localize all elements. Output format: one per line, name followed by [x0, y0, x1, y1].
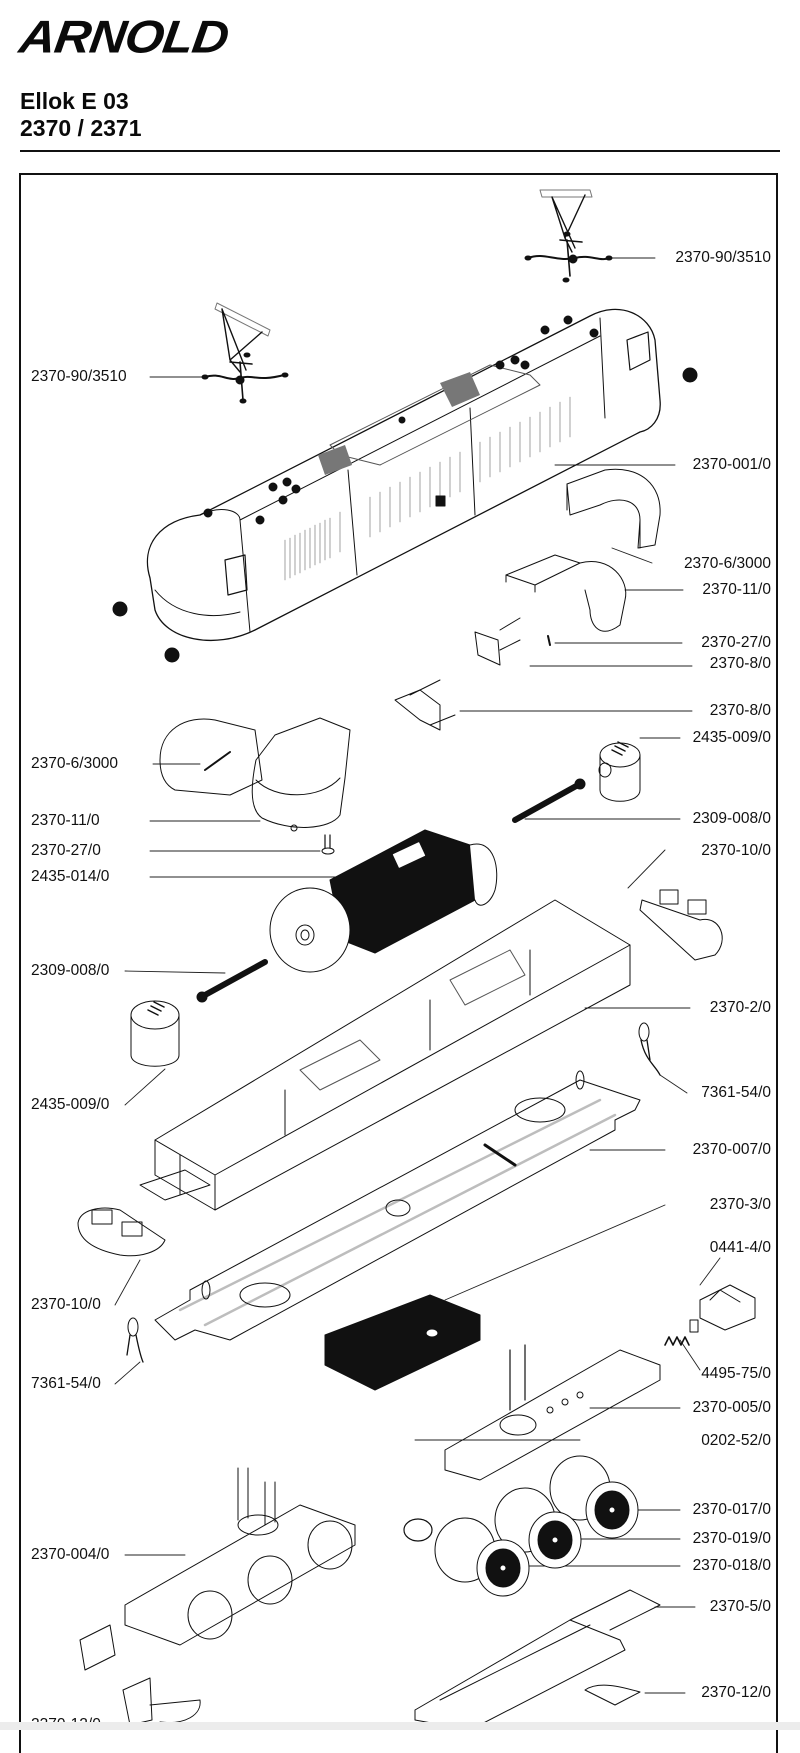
part-label-shaft-left: 2309-008/0	[31, 962, 110, 979]
part-label-body-shell: 2370-001/0	[692, 456, 771, 473]
part-label-worm-left: 2435-009/0	[31, 1096, 110, 1113]
body-shell-drawing	[112, 308, 698, 663]
shaft-left-drawing	[196, 959, 268, 1003]
cab-end-right-drawing	[566, 468, 661, 549]
part-label-bogie-left: 2370-004/0	[31, 1546, 110, 1563]
pantograph-left-drawing	[201, 302, 289, 404]
part-label-light-board-left: 2370-10/0	[31, 1296, 101, 1313]
bracket-right-drawing	[394, 617, 551, 731]
wheelset-c-drawing	[434, 1517, 530, 1597]
part-label-skirt-right: 2370-12/0	[701, 1684, 771, 1701]
part-label-circuit-board: 2370-007/0	[692, 1141, 771, 1158]
part-label-pantograph-right: 2370-90/3510	[675, 249, 771, 266]
part-label-motor: 2435-014/0	[31, 868, 110, 885]
part-label-spring: 4495-75/0	[701, 1365, 771, 1382]
part-label-shaft-right: 2309-008/0	[692, 810, 771, 827]
part-label-contact-plate: 2370-3/0	[709, 1196, 771, 1213]
part-label-cab-end-left: 2370-6/3000	[31, 755, 119, 772]
worm-right-drawing	[598, 741, 641, 802]
wheelset-b-drawing	[494, 1487, 582, 1569]
part-label-wheelset-b: 2370-019/0	[692, 1530, 771, 1547]
part-label-wheelset-a: 2370-017/0	[692, 1501, 771, 1518]
part-label-bogie-frame: 2370-005/0	[692, 1399, 771, 1416]
worm-left-drawing	[130, 1000, 180, 1067]
coupler-drawing	[699, 1284, 756, 1331]
part-label-bracket-right-b: 2370-8/0	[709, 702, 771, 719]
page-title: Ellok E 03	[20, 88, 129, 114]
part-label-chassis: 2370-2/0	[709, 999, 771, 1016]
weight-right-drawing	[505, 554, 627, 632]
part-label-worm-right: 2435-009/0	[692, 729, 771, 746]
pantograph-right-drawing	[524, 189, 613, 283]
shaft-right-drawing	[512, 778, 586, 823]
header-divider	[20, 150, 780, 152]
part-label-screw-right: 2370-27/0	[701, 634, 771, 651]
skirt-right-drawing	[584, 1684, 641, 1706]
bulb-left-drawing	[126, 1317, 144, 1363]
light-board-right-drawing	[639, 889, 723, 961]
traction-tire-drawing	[403, 1518, 433, 1542]
part-label-wheelset-c: 2370-018/0	[692, 1557, 771, 1574]
wheelset-a-drawing	[549, 1455, 639, 1539]
leader-lines	[114, 257, 721, 1694]
cab-end-left-drawing	[159, 718, 263, 796]
part-label-cab-end-right: 2370-6/3000	[683, 555, 771, 572]
spring-drawing	[664, 1319, 699, 1346]
part-label-pantograph-left: 2370-90/3510	[31, 368, 127, 385]
part-label-coupler: 0441-4/0	[709, 1239, 771, 1256]
bulb-right-drawing	[638, 1022, 661, 1076]
diagram-frame	[19, 173, 778, 1753]
page-bottom-edge	[0, 1722, 800, 1730]
part-label-traction-tire: 0202-52/0	[701, 1432, 771, 1449]
screw-left-drawing	[321, 834, 335, 855]
roof-insulators	[203, 315, 599, 525]
bogie-frame-right-drawing	[444, 1344, 661, 1481]
part-label-weight-left: 2370-11/0	[31, 812, 100, 829]
skirt-left-drawing	[122, 1677, 201, 1726]
light-board-left-drawing	[77, 1207, 166, 1257]
chassis-drawing	[139, 899, 631, 1211]
part-label-screw-left: 2370-27/0	[31, 842, 101, 859]
part-label-bogie-cover: 2370-5/0	[709, 1598, 771, 1615]
part-label-bulb-left: 7361-54/0	[31, 1375, 101, 1392]
contact-plate-drawing	[324, 1294, 481, 1391]
part-label-bulb-right: 7361-54/0	[701, 1084, 771, 1101]
part-label-bracket-right-a: 2370-8/0	[709, 655, 771, 672]
bogie-left-drawing	[79, 1467, 356, 1671]
part-label-light-board-right: 2370-10/0	[701, 842, 771, 859]
circuit-board-drawing	[154, 1070, 641, 1341]
model-numbers: 2370 / 2371	[20, 115, 142, 141]
part-label-weight-right: 2370-11/0	[702, 581, 771, 598]
weight-left-drawing	[251, 717, 351, 832]
bogie-cover-drawing	[414, 1589, 661, 1730]
motor-drawing	[269, 829, 498, 973]
